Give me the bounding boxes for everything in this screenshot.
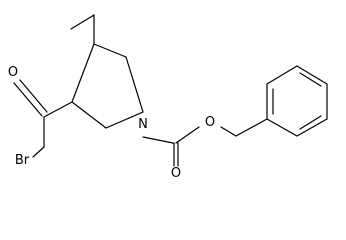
ketone-double-bond-b bbox=[19, 79, 48, 113]
chemical-structure-drawing: N O O O Br bbox=[8, 14, 328, 181]
ring-bond-c4-c5 bbox=[93, 43, 127, 58]
bond-o-to-ch2 bbox=[220, 126, 237, 137]
ketone-double-bond-a bbox=[13, 82, 43, 117]
phenyl-bond-3 bbox=[296, 65, 328, 85]
phenyl-bond-2 bbox=[266, 65, 298, 85]
ring-bond-c5-n bbox=[125, 56, 144, 113]
carbamate-carbonyl-oxygen-label: O bbox=[171, 166, 181, 181]
ring-nitrogen-label: N bbox=[138, 117, 148, 132]
carbamate-ester-oxygen-label: O bbox=[205, 115, 215, 130]
bromine-label: Br bbox=[15, 153, 30, 168]
ring-bond-c2-c3 bbox=[71, 101, 107, 129]
ethyl-bond-terminal bbox=[70, 14, 95, 30]
ketone-oxygen-label: O bbox=[8, 65, 18, 80]
carbamate-bond-n-to-c bbox=[142, 136, 174, 144]
bond-ch2-to-br bbox=[32, 146, 45, 158]
bond-ch2-to-phenyl bbox=[235, 118, 268, 137]
ring-bond-n-c2 bbox=[105, 111, 144, 129]
ring-bond-c3-c4 bbox=[71, 43, 95, 103]
phenyl-bond-5 bbox=[296, 118, 328, 137]
acyl-bond-ring-to-carbonyl bbox=[43, 101, 73, 118]
phenyl-inner-double-bond-2 bbox=[299, 72, 322, 87]
phenyl-inner-double-bond-3 bbox=[299, 115, 322, 130]
carbamate-bond-c-to-o bbox=[175, 126, 200, 144]
phenyl-bond-6 bbox=[266, 118, 298, 137]
